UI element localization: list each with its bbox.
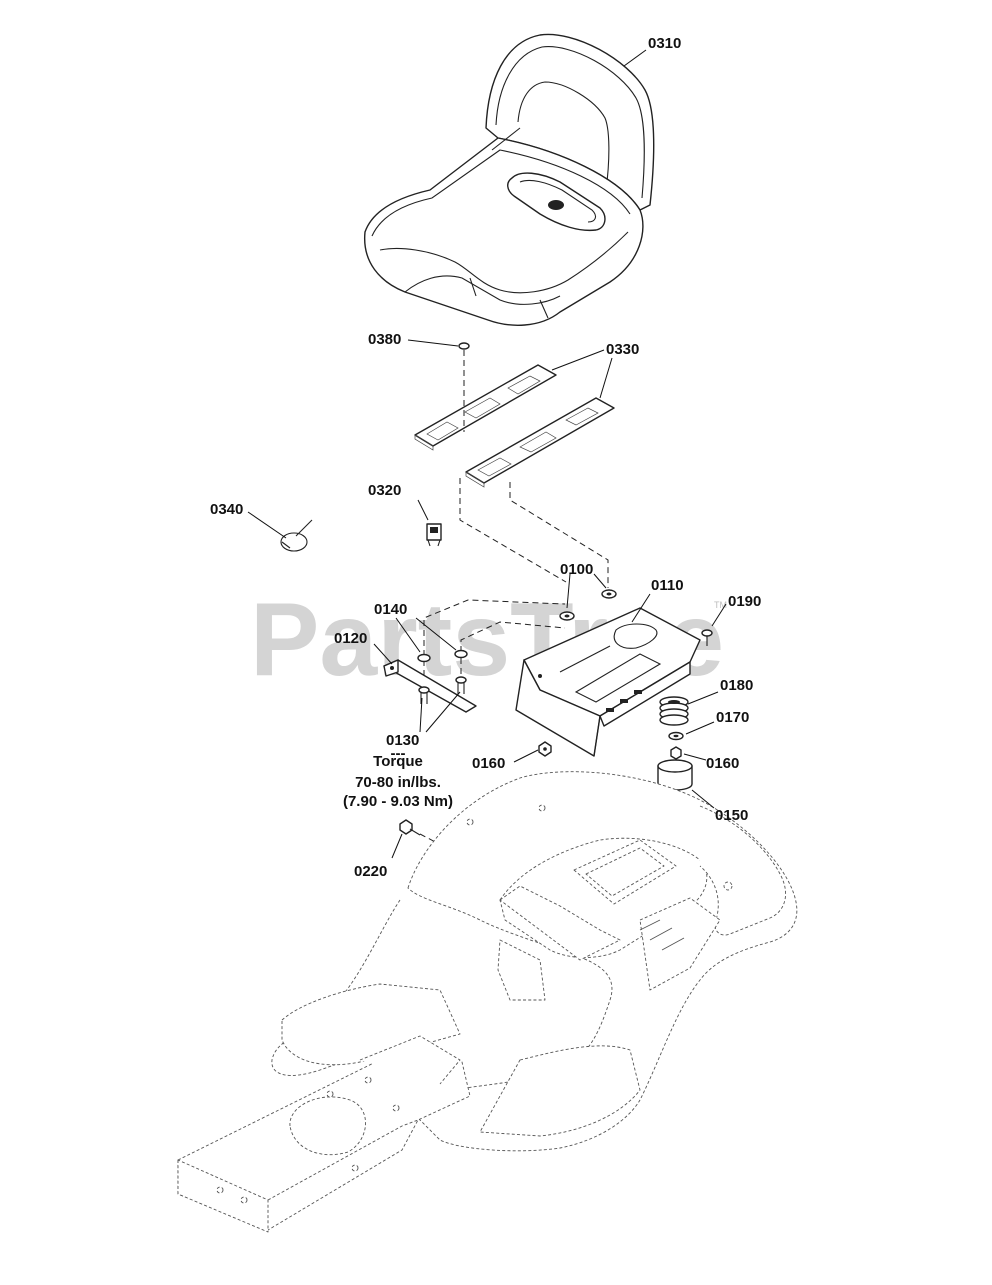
torque-metric: (7.90 - 9.03 Nm): [343, 793, 453, 810]
bumper-0150: [657, 759, 693, 791]
nut-0160-right: [670, 746, 682, 760]
callout-0220: 0220: [354, 863, 387, 880]
callout-0150: 0150: [715, 807, 748, 824]
bolt-0220: [399, 819, 421, 836]
callout-0170: 0170: [716, 709, 749, 726]
seat-switch-0320: [426, 523, 442, 547]
fender-chassis: [177, 771, 798, 1233]
washer-0140-right: [454, 649, 468, 659]
callout-0320: 0320: [368, 482, 401, 499]
callout-0110: 0110: [651, 577, 684, 594]
callout-0190: 0190: [728, 593, 761, 610]
bolt-0130-left: [418, 686, 430, 704]
watermark-trademark: TM: [714, 600, 727, 610]
callout-0330: 0330: [606, 341, 639, 358]
torque-label: Torque: [373, 753, 423, 770]
leader-lines: [247, 49, 727, 859]
torque-separator: ---: [391, 745, 406, 762]
washer-0140-left: [417, 653, 431, 663]
callout-0340: 0340: [210, 501, 243, 518]
callout-0160-right: 0160: [706, 755, 739, 772]
torque-note: --- Torque 70-80 in/lbs. (7.90 - 9.03 Nm…: [343, 745, 453, 810]
callout-labels: 0310 0380 0330 0320 0340 0100 0110 0190 …: [210, 35, 761, 880]
callout-0140: 0140: [374, 601, 407, 618]
callout-0120: 0120: [334, 630, 367, 647]
screw-0190: [701, 629, 713, 646]
bolt-0130-right: [455, 676, 467, 694]
nut-0160-left: [538, 741, 552, 757]
seat-rail-lower: [465, 397, 615, 488]
torque-imperial: 70-80 in/lbs.: [355, 774, 441, 791]
callout-0380: 0380: [368, 331, 401, 348]
callout-0130: 0130: [386, 732, 419, 749]
washer-0380: [458, 342, 470, 350]
cable-tie-0340: [280, 519, 313, 552]
callout-0180: 0180: [720, 677, 753, 694]
seat-part: [364, 33, 655, 326]
bracket-0120: [383, 659, 477, 713]
callout-0310: 0310: [648, 35, 681, 52]
spring-0180: [659, 696, 689, 726]
callout-0160-left: 0160: [472, 755, 505, 772]
seat-rail-upper: [414, 364, 557, 451]
callout-0100: 0100: [560, 561, 593, 578]
seat-bracket-0110: [515, 607, 701, 757]
